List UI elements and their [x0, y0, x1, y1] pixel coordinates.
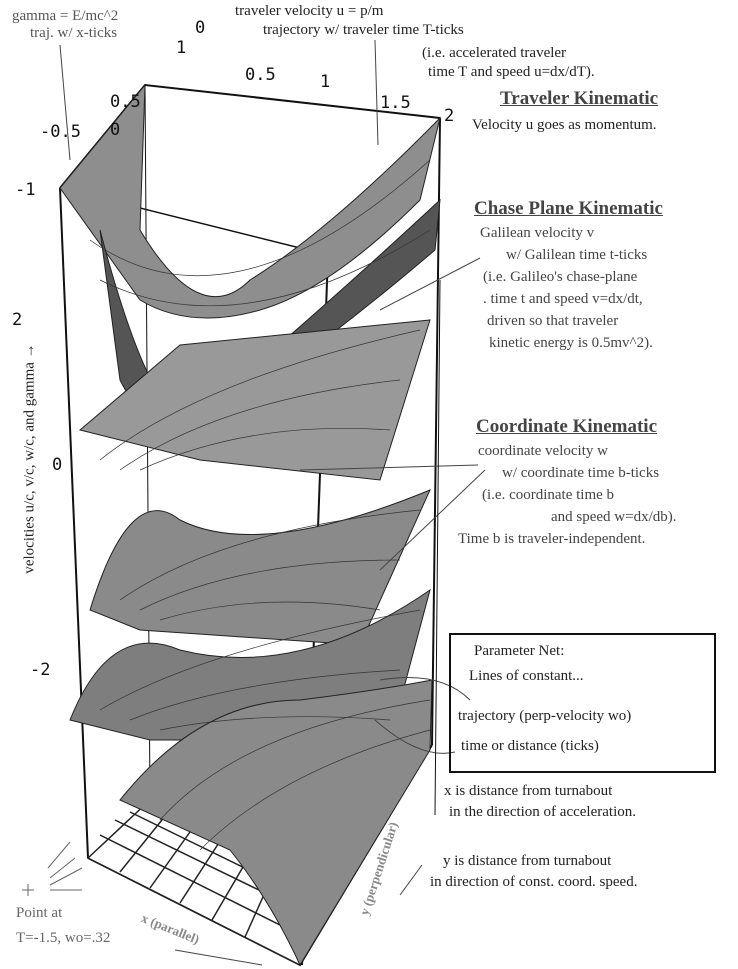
chase-line: Galilean velocity v: [480, 225, 595, 241]
surfaces: [59, 83, 441, 967]
box-left-edge: [59, 187, 89, 859]
gamma-label: gamma = E/mc^2: [12, 8, 119, 24]
chase-line: (i.e. Galileo's chase-plane: [483, 269, 638, 285]
parameter-net-legend: Parameter Net: Lines of constant... traj…: [449, 633, 716, 773]
chase-line: . time t and speed v=dx/dt,: [483, 291, 643, 307]
coordinate-heading: Coordinate Kinematic: [476, 416, 658, 437]
traveler-velocity-line: trajectory w/ traveler time T-ticks: [263, 22, 464, 38]
traveler-note: Velocity u goes as momentum.: [472, 117, 657, 133]
coordinate-line: w/ coordinate time b-ticks: [502, 465, 660, 481]
chase-line: kinetic energy is 0.5mv^2).: [489, 335, 653, 351]
vertical-tick: 0: [52, 455, 63, 475]
top-tick: 1.5: [380, 93, 411, 113]
legend-title: Parameter Net:: [474, 643, 565, 659]
lower-surface-2: [119, 679, 433, 967]
top-tick: 0: [110, 120, 121, 140]
callout-lines: [59, 39, 486, 966]
y-note: y is distance from turnabout: [443, 853, 612, 869]
top-tick: -0.5: [40, 122, 81, 142]
box-right-edge: [431, 117, 441, 746]
top-tick: 1: [176, 38, 187, 58]
coordinate-line: (i.e. coordinate time b: [482, 487, 615, 503]
coordinate-surface: [89, 489, 431, 646]
top-tick: 0.5: [110, 92, 141, 112]
top-tick: 2: [444, 106, 455, 126]
traveler-heading: Traveler Kinematic: [500, 88, 659, 109]
traveler-velocity-line: time T and speed u=dx/dT).: [428, 64, 595, 80]
traveler-velocity-line: (i.e. accelerated traveler: [422, 45, 567, 61]
coordinate-line: and speed w=dx/db).: [551, 509, 677, 525]
point-arrows-icon: [22, 841, 83, 896]
vertical-tick: -2: [30, 660, 51, 680]
point-note: T=-1.5, wo=.32: [16, 930, 111, 946]
legend-subtitle: Lines of constant...: [469, 668, 584, 684]
vertical-tick: -1: [15, 180, 36, 200]
traveler-velocity-label: traveler velocity u = p/m: [235, 3, 384, 19]
vertical-tick: 2: [12, 310, 23, 330]
coordinate-line: coordinate velocity w: [478, 443, 608, 459]
chase-heading: Chase Plane Kinematic: [474, 198, 663, 219]
x-note: x is distance from turnabout: [444, 783, 613, 799]
gamma-sublabel: traj. w/ x-ticks: [30, 25, 118, 41]
y-note: in direction of const. coord. speed.: [430, 874, 638, 890]
chase-surface: [78, 319, 431, 481]
vertical-axis-label: velocities u/c, v/c, w/c, and gamma →: [21, 343, 38, 574]
coordinate-line: Time b is traveler-independent.: [458, 531, 646, 547]
y-direction-arrow-icon: [399, 864, 423, 896]
top-tick: 1: [320, 72, 331, 92]
legend-item-trajectory: trajectory (perp-velocity wo): [458, 708, 632, 724]
chase-line: w/ Galilean time t-ticks: [506, 247, 648, 263]
x-note: in the direction of acceleration.: [449, 804, 636, 820]
top-tick: 0.5: [245, 65, 276, 85]
chase-line: driven so that traveler: [487, 313, 619, 329]
legend-item-time: time or distance (ticks): [461, 738, 599, 754]
parameter-net-lines: [89, 159, 431, 851]
top-tick: 0: [195, 18, 206, 38]
gamma-surface: [59, 83, 441, 319]
x-direction-arrow-icon: [174, 949, 263, 966]
point-note: Point at: [16, 905, 63, 921]
